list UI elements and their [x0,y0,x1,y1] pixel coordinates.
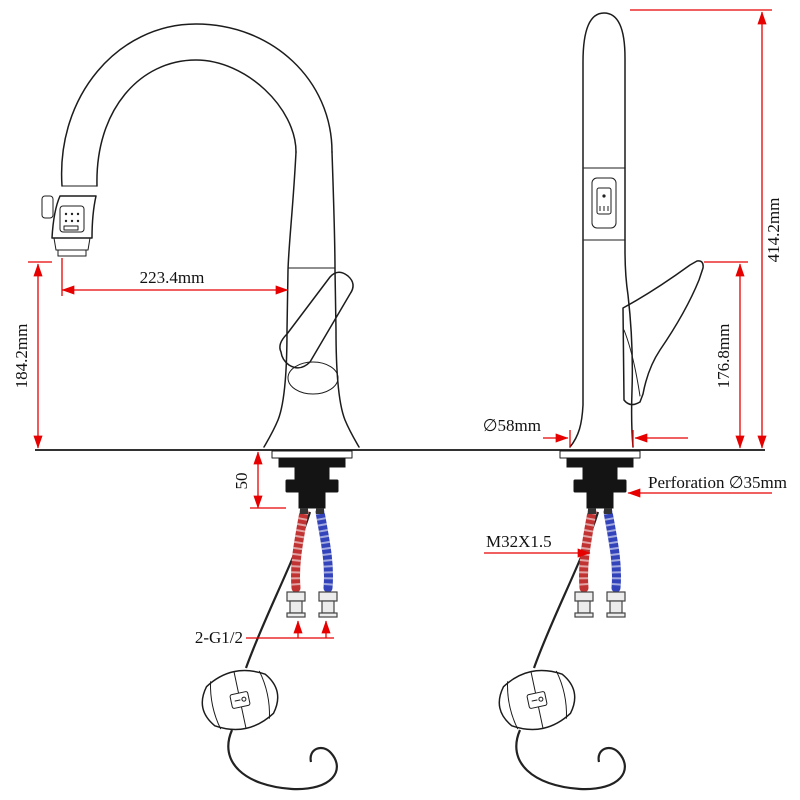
front-view [41,23,360,791]
dim-overall-height: 414.2mm [630,9,783,449]
hot-hose [579,507,597,593]
body-right-edge [331,151,360,448]
perforation-label: Perforation ∅35mm [648,473,787,492]
spout-inner-arc [96,59,297,187]
dim-spout-reach: 223.4mm [61,258,289,296]
spray-button [41,195,54,219]
hot-hose [291,507,309,593]
handle-front [279,271,354,395]
cold-hose [603,507,621,593]
handle-height-label: 176.8mm [714,324,733,389]
sprayer-control-icon [591,177,617,229]
hose-thread-label: 2-G1/2 [195,628,243,647]
spout-reach-label: 223.4mm [140,268,205,287]
overall-height-label: 414.2mm [764,198,783,263]
dim-base-diameter: ∅58mm [483,416,688,447]
dim-perforation: Perforation ∅35mm [627,473,787,498]
dim-hose-thread: 2-G1/2 [195,620,334,647]
pulldown-hose-loop [227,729,338,791]
mounting-shank [271,450,353,515]
dim-spout-height: 184.2mm [12,261,52,449]
dim-handle-height: 176.8mm [704,261,748,449]
spray-head [41,195,97,257]
base-diameter-label: ∅58mm [483,416,541,435]
dim-shank-thread: M32X1.5 [484,532,591,558]
dim-shank-50: 50 [232,451,286,509]
shank-thread-label: M32X1.5 [486,532,552,551]
side-view [493,12,704,791]
hose-nut [574,591,594,618]
spout-outer-arc [60,23,333,187]
column-outline [569,12,634,448]
pulldown-hose-loop [515,729,626,791]
hose-nut [286,591,306,618]
shank-length-label: 50 [232,473,251,490]
hose-nut [318,591,338,618]
hose-nut [606,591,626,618]
mounting-shank [559,450,641,515]
cold-hose [315,507,333,593]
hose-weight [196,662,284,738]
hose-weight [493,662,581,738]
handle-side [622,260,704,406]
body-left-edge [263,151,297,448]
spout-height-label: 184.2mm [12,324,31,389]
